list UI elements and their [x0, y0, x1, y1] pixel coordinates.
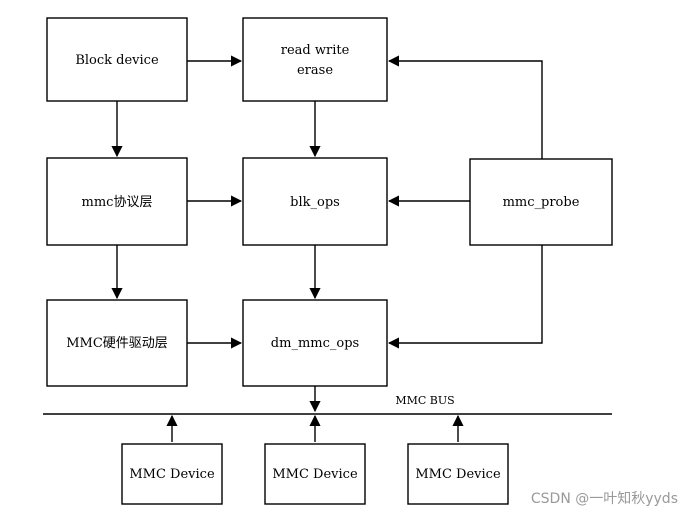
node-mmc-device-3-label: MMC Device — [415, 467, 501, 482]
node-mmc-protocol-label: mmc协议层 — [82, 195, 153, 210]
node-mmc-device-1: MMC Device — [121, 443, 223, 505]
node-dm-mmc-ops-label: dm_mmc_ops — [271, 336, 359, 351]
node-block-device-label: Block device — [75, 53, 159, 68]
node-mmc-device-2-label: MMC Device — [272, 467, 358, 482]
edge-probe-to-dm-mmc-ops — [387, 245, 543, 349]
node-blk-ops-label: blk_ops — [290, 195, 340, 210]
node-erase-label: erase — [297, 63, 333, 78]
node-mmc-hw-driver-layer: MMC硬件驱动层 — [46, 299, 188, 387]
mmc-bus-label: MMC BUS — [395, 394, 454, 407]
watermark: CSDN @一叶知秋yyds — [531, 490, 678, 507]
node-mmc-device-1-label: MMC Device — [129, 467, 215, 482]
node-mmc-device-3: MMC Device — [407, 443, 509, 505]
node-dm-mmc-ops: dm_mmc_ops — [242, 299, 388, 387]
node-read-write-label: read write — [281, 43, 350, 58]
node-mmc-probe-label: mmc_probe — [503, 195, 580, 210]
node-block-device: Block device — [46, 17, 188, 102]
node-mmc-probe: mmc_probe — [469, 158, 613, 246]
edge-probe-to-rw — [387, 55, 543, 159]
node-read-write-erase: read write erase — [242, 17, 388, 102]
node-mmc-protocol-layer: mmc协议层 — [46, 157, 188, 246]
node-mmc-hw-driver-label: MMC硬件驱动层 — [66, 336, 168, 351]
edges — [43, 55, 612, 442]
node-blk-ops: blk_ops — [242, 157, 388, 246]
node-mmc-device-2: MMC Device — [264, 443, 366, 505]
